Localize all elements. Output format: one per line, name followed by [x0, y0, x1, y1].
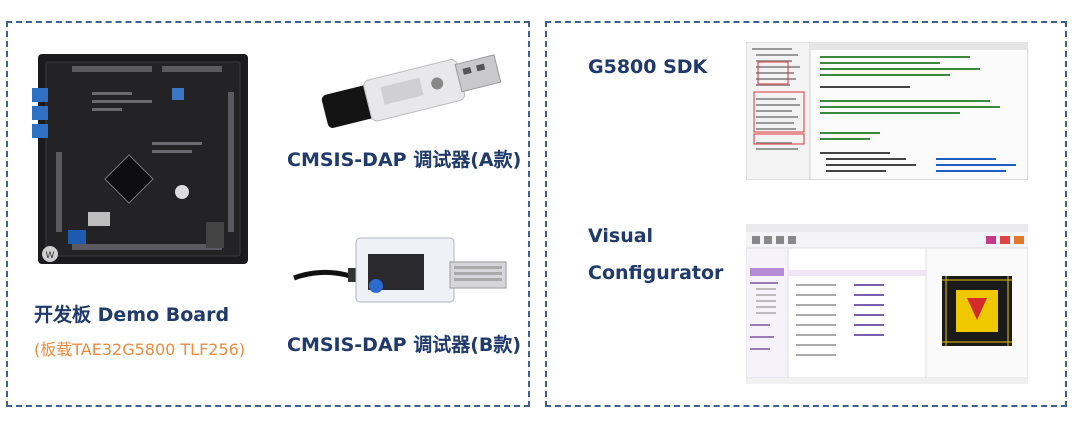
sdk-title: G5800 SDK: [588, 56, 708, 78]
board-title: 开发板 Demo Board: [34, 304, 230, 326]
dap-a-label: CMSIS-DAP 调试器(A款): [287, 149, 522, 171]
configurator-screenshot: [746, 224, 1028, 384]
dap-b-label: CMSIS-DAP 调试器(B款): [287, 334, 522, 356]
board-subtitle: (板载TAE32G5800 TLF256): [34, 340, 246, 359]
visual-label-line1: Visual: [588, 225, 654, 247]
demo-board-image: W: [32, 52, 252, 266]
svg-text:W: W: [46, 251, 55, 261]
sdk-screenshot: [746, 42, 1028, 180]
cmsis-dap-a-image: [312, 44, 510, 136]
cmsis-dap-b-image: [290, 232, 510, 306]
software-panel: [545, 21, 1067, 407]
hardware-panel: [6, 21, 530, 407]
visual-label-line2: Configurator: [588, 262, 724, 284]
